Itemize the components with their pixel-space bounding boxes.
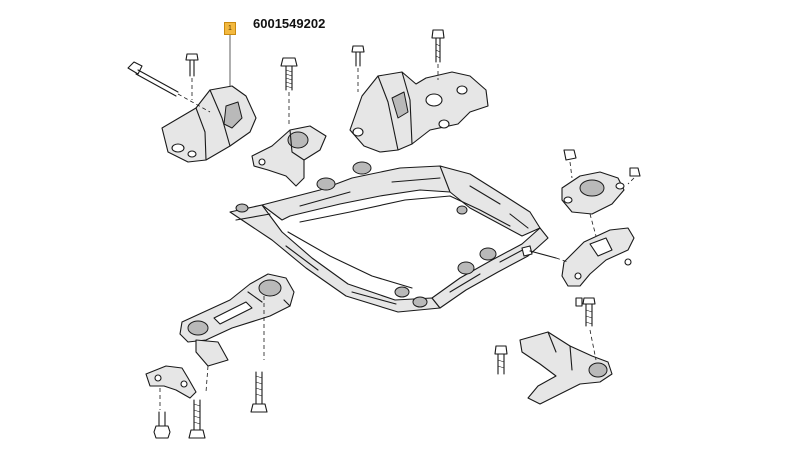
torque-rod-bolt-left: [153, 411, 171, 439]
side-bracket-bolt: [521, 245, 569, 263]
side-engine-mount: [561, 171, 625, 215]
torque-rod: [179, 273, 295, 393]
right-engine-mount: [349, 71, 489, 153]
lower-right-arm: [519, 329, 613, 405]
front-subframe: [229, 161, 549, 313]
side-mount-bracket: [561, 213, 635, 287]
side-mount-nut-right: [627, 167, 641, 185]
left-mount-bolt-vertical: [185, 53, 199, 100]
torque-rod-bolt-right: [250, 371, 268, 413]
side-bracket-stud: [575, 297, 596, 327]
torque-rod-bolt-middle: [188, 399, 206, 439]
torque-rod-plate: [145, 365, 197, 410]
right-mount-stud-left: [351, 45, 365, 92]
bracket-screw: [280, 57, 298, 126]
part-number-label: 6001549202: [253, 16, 326, 31]
side-mount-nut-left: [563, 149, 577, 179]
left-engine-mount[interactable]: [161, 85, 257, 163]
callout-number-badge[interactable]: 1: [224, 22, 236, 35]
right-mount-stud-right: [431, 29, 445, 80]
lower-arm-bolt: [494, 345, 508, 375]
left-mount-bolt-long: [127, 61, 211, 113]
gearbox-bracket-mount: [251, 125, 327, 187]
